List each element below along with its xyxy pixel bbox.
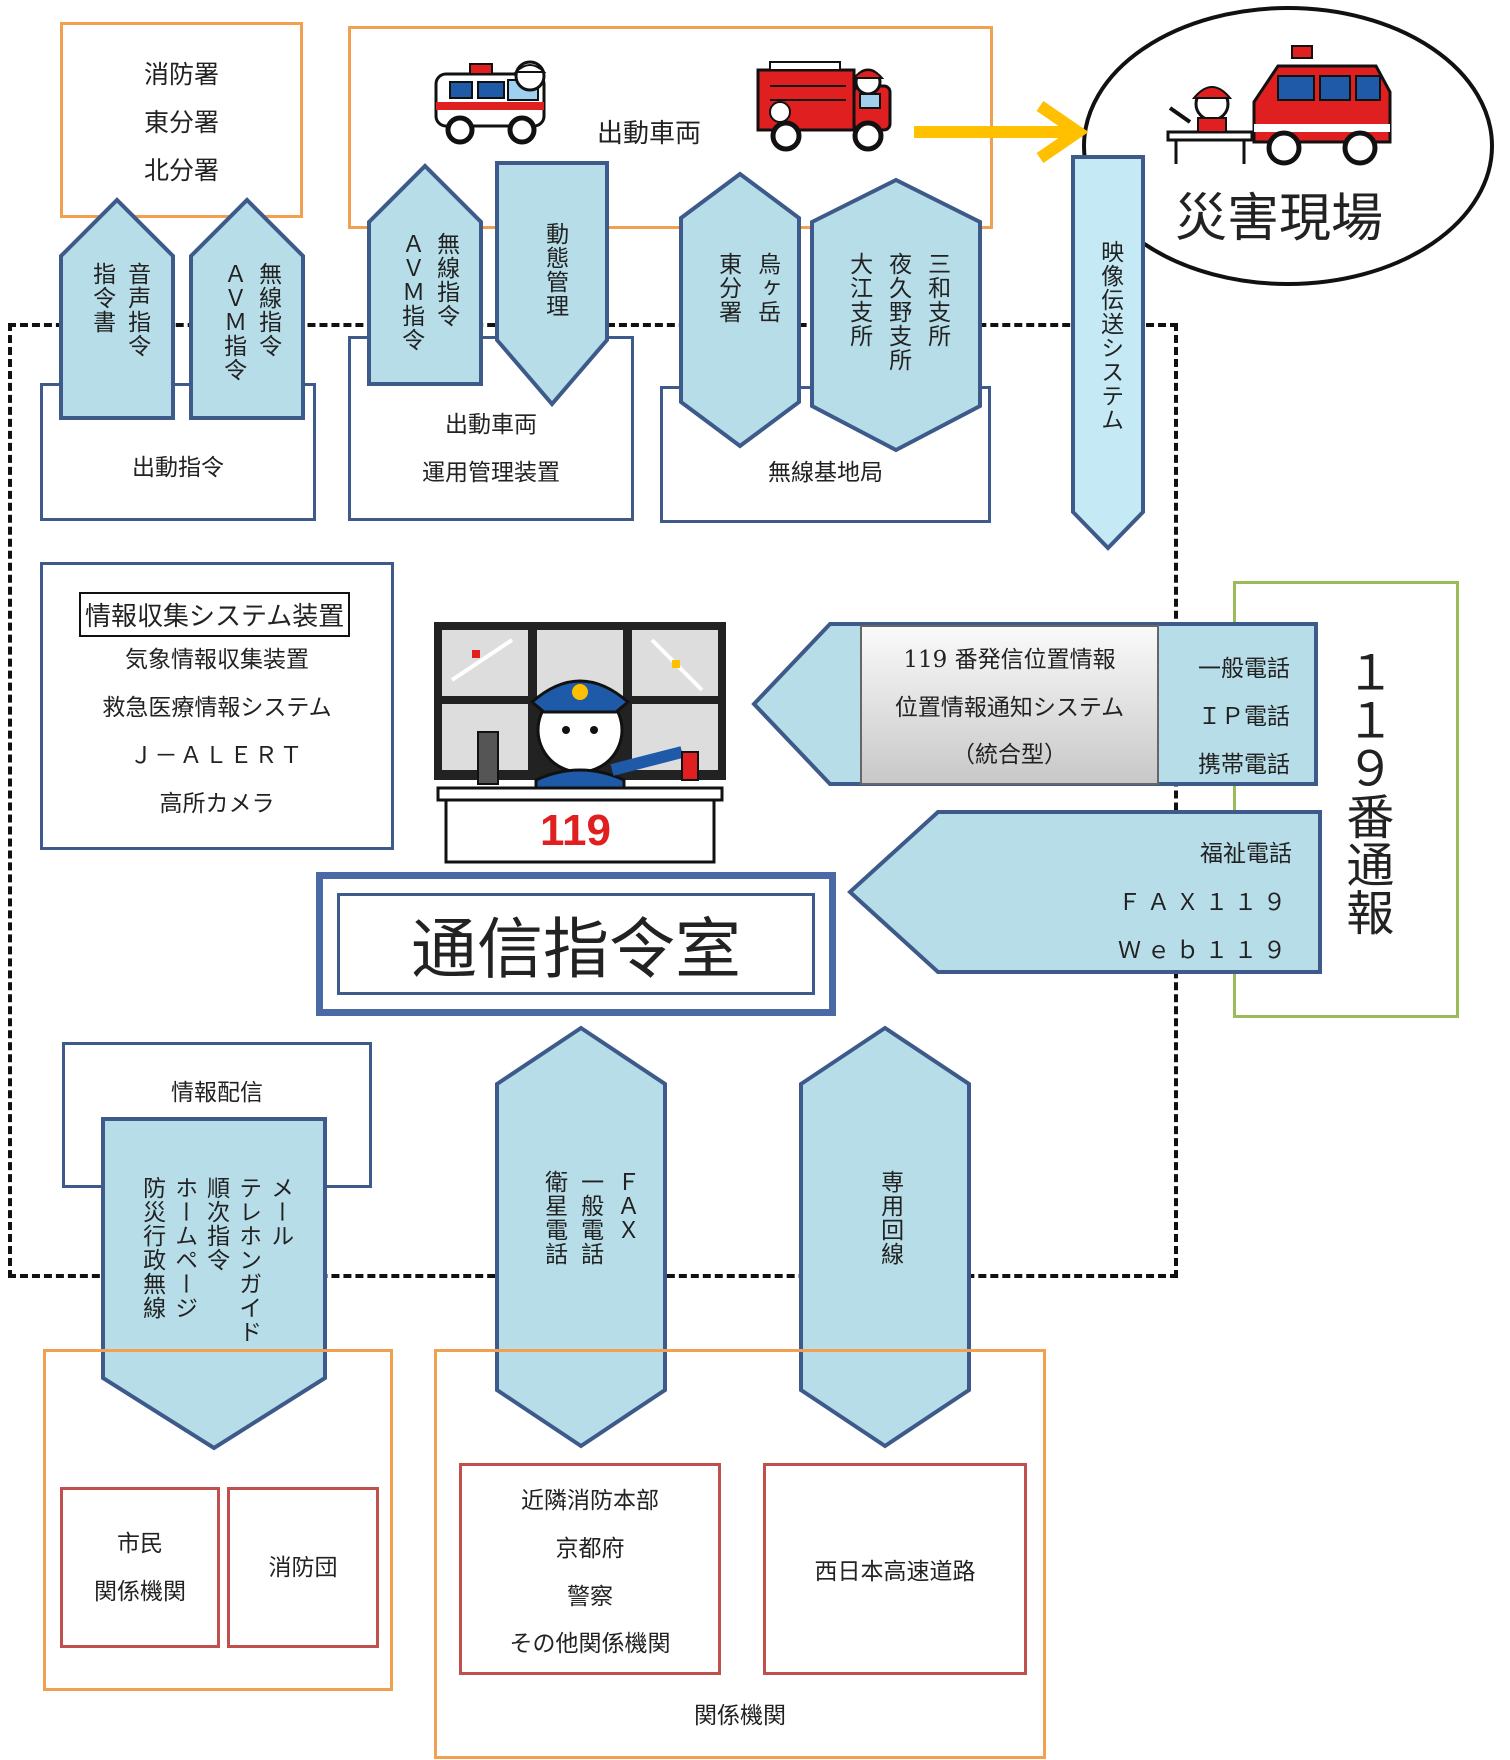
command-center-title: 通信指令室 xyxy=(411,911,741,988)
mgmt-order-arrow xyxy=(367,163,483,386)
report-119-label: １１９番通報 xyxy=(1337,648,1394,936)
fire-officer-icon xyxy=(1166,86,1254,164)
highway-box: 西日本高速道路 xyxy=(763,1463,1027,1675)
station-name: 東分署 xyxy=(143,108,219,137)
distribution-col: ホームページ xyxy=(170,1176,197,1320)
east-branch-col: 東分署 xyxy=(714,252,741,324)
radio-order-col: 無線指令 xyxy=(254,262,281,358)
citizens-label: 市民 xyxy=(117,1531,163,1557)
station-name: 消防署 xyxy=(143,60,219,89)
other-reports-arrow xyxy=(847,810,1322,974)
radio-order-arrow xyxy=(189,197,305,420)
ambulance-icon xyxy=(434,60,547,145)
citizens-box: 市民 関係機関 xyxy=(60,1487,220,1648)
distribution-col: 順次指令 xyxy=(202,1176,229,1272)
fire-corps-box: 消防団 xyxy=(227,1487,379,1648)
fire-engine-icon xyxy=(756,61,892,152)
voice-order-col: 音声指令 xyxy=(123,262,150,358)
info-item: 気象情報収集装置 xyxy=(125,647,309,673)
info-item: Ｊ－ＡＬＥＲＴ xyxy=(129,743,305,769)
comm-hex-a xyxy=(495,1025,667,1449)
voice-order-arrow xyxy=(59,197,175,420)
command-center-inner: 通信指令室 xyxy=(337,893,815,995)
info-distribution-title: 情報配信 xyxy=(171,1080,263,1106)
mgmt-avm-order-col: ＡＶＭ指令 xyxy=(397,232,424,352)
fax-col: ＦＡＸ xyxy=(612,1170,639,1242)
distribution-arrow xyxy=(101,1117,327,1451)
radio-base-station-label: 無線基地局 xyxy=(768,460,883,486)
radio-hex-a xyxy=(679,171,801,449)
miwa-branch-col: 三和支所 xyxy=(923,252,950,348)
command-vehicle-icon xyxy=(1252,45,1392,166)
vehicles-label: 出動車両 xyxy=(597,119,702,149)
comm-hex-b xyxy=(799,1025,971,1449)
vehicle-management-device-label: 運用管理装置 xyxy=(422,460,560,486)
location-line: 位置情報通知システム xyxy=(894,695,1125,721)
info-collection-title: 情報収集システム装置 xyxy=(79,592,351,637)
other-phone-type: Ｗｅｂ１１９ xyxy=(1118,938,1292,964)
yakuno-branch-col: 夜久野支所 xyxy=(884,252,911,372)
agency-item: その他関係機関 xyxy=(509,1631,671,1657)
highway-label: 西日本高速道路 xyxy=(814,1559,976,1585)
agency-item: 京都府 xyxy=(555,1536,625,1562)
mgmt-radio-order-col: 無線指令 xyxy=(432,232,459,328)
fire-corps-label: 消防団 xyxy=(268,1555,338,1581)
agency-item: 警察 xyxy=(567,1584,613,1610)
agencies-group-box: 関係機関 xyxy=(434,1349,1046,1759)
dispatch-order-label: 出動指令 xyxy=(132,455,224,481)
agency-item: 近隣消防本部 xyxy=(521,1488,659,1514)
other-phone-type: ＦＡＸ１１９ xyxy=(1118,890,1292,916)
vehicle-management-label: 出動車両 xyxy=(445,412,537,438)
karasugatake-col: 烏ヶ岳 xyxy=(753,252,780,324)
distribution-col: メール xyxy=(266,1176,293,1248)
status-management-col: 動態管理 xyxy=(541,222,568,318)
location-line: 119 番発信位置情報 xyxy=(903,647,1116,673)
video-transmission-col: 映像伝送システム xyxy=(1096,240,1123,432)
station-name: 北分署 xyxy=(143,156,219,185)
distribution-col: テレホンガイド xyxy=(234,1176,261,1344)
phone-type: 携帯電話 xyxy=(1198,752,1290,778)
satellite-phone-col: 衛星電話 xyxy=(540,1170,567,1266)
info-item: 高所カメラ xyxy=(159,791,275,817)
distribution-col: 防災行政無線 xyxy=(138,1176,165,1320)
disaster-scene-label: 災害現場 xyxy=(1175,189,1384,249)
agencies-box: 近隣消防本部 京都府 警察 その他関係機関 xyxy=(459,1463,721,1675)
other-phone-type: 福祉電話 xyxy=(1200,841,1292,867)
info-collection-box: 情報収集システム装置 気象情報収集装置 救急医療情報システム Ｊ－ＡＬＥＲＴ 高… xyxy=(40,562,394,850)
agencies-group-label: 関係機関 xyxy=(694,1703,786,1729)
location-line: （統合型） xyxy=(952,742,1067,768)
general-phone-col: 一般電話 xyxy=(576,1170,603,1266)
info-item: 救急医療情報システム xyxy=(102,695,332,721)
desk-number: 119 xyxy=(540,806,611,855)
video-transmission-arrow xyxy=(1071,155,1145,551)
citizens-group-box xyxy=(43,1349,393,1691)
phone-type: ＩＰ電話 xyxy=(1198,704,1290,730)
oe-branch-col: 大江支所 xyxy=(845,252,872,348)
status-management-arrow xyxy=(495,161,609,408)
phone-type: 一般電話 xyxy=(1198,656,1290,682)
dedicated-line-col: 専用回線 xyxy=(876,1170,903,1266)
citizens-label: 関係機関 xyxy=(94,1579,186,1605)
order-sheet-col: 指令書 xyxy=(88,262,115,334)
dispatcher-icon xyxy=(434,622,726,864)
avm-order-col: ＡＶＭ指令 xyxy=(219,262,246,382)
location-system-box: 119 番発信位置情報 位置情報通知システム （統合型） xyxy=(860,625,1159,785)
command-center-title-box: 通信指令室 xyxy=(316,872,836,1016)
deploy-arrow xyxy=(914,101,1089,163)
radio-hex-b xyxy=(810,177,982,453)
fire-stations-box: 消防署 東分署 北分署 xyxy=(60,22,303,218)
